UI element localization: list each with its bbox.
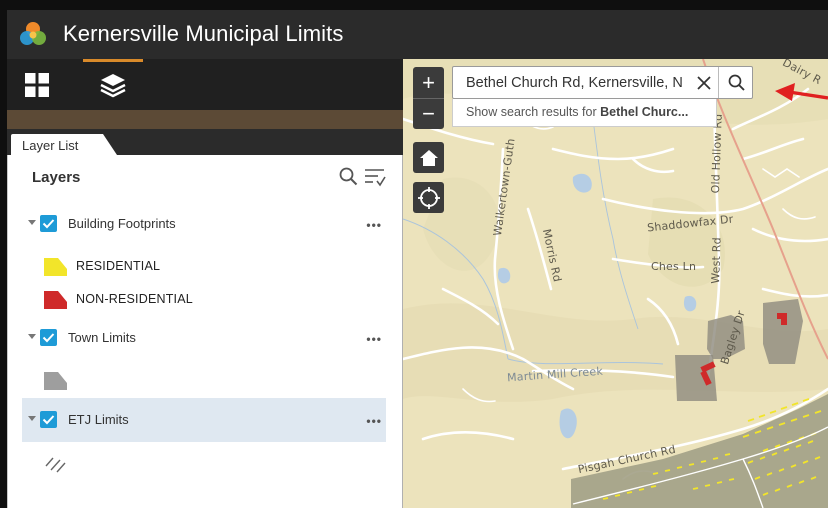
app-logo-icon <box>20 22 46 45</box>
layer-row-etj-limits[interactable]: ETJ Limits ••• <box>22 398 386 442</box>
checkmark-icon <box>42 219 55 229</box>
filter-icon[interactable] <box>364 167 386 187</box>
suggestion-prefix: Show search results for <box>466 105 601 119</box>
locate-button[interactable] <box>413 182 444 213</box>
layer-row-building-footprints[interactable]: Building Footprints ••• <box>22 202 386 246</box>
layer-label: ETJ Limits <box>68 412 129 427</box>
layer-checkbox-etj-limits[interactable] <box>40 411 57 428</box>
expand-caret-icon[interactable] <box>28 334 36 339</box>
app-header: Kernersville Municipal Limits <box>7 10 828 59</box>
app-title: Kernersville Municipal Limits <box>63 21 344 46</box>
search-icon <box>728 74 745 91</box>
suggestion-term: Bethel Churc... <box>600 105 689 119</box>
home-icon <box>419 149 438 166</box>
layer-checkbox-building-footprints[interactable] <box>40 215 57 232</box>
map-view[interactable]: Dairy R Walkertown-Guth Old Hollow Rd Mo… <box>403 59 828 508</box>
expand-caret-icon[interactable] <box>28 220 36 225</box>
expand-caret-icon[interactable] <box>28 416 36 421</box>
map-label-ches-ln: Ches Ln <box>651 260 697 273</box>
window-frame-left <box>0 0 7 508</box>
more-options-icon[interactable]: ••• <box>366 414 382 428</box>
clear-search-button[interactable] <box>693 71 715 95</box>
close-icon <box>697 76 711 90</box>
zoom-control: + − <box>413 67 444 129</box>
legend-label: NON-RESIDENTIAL <box>76 292 193 306</box>
home-button[interactable] <box>413 142 444 173</box>
search-submit-button[interactable] <box>718 67 753 98</box>
more-options-icon[interactable]: ••• <box>366 332 382 346</box>
zoom-out-button[interactable]: − <box>413 98 444 129</box>
zoom-in-button[interactable]: + <box>422 69 435 95</box>
layers-heading: Layers <box>32 169 81 186</box>
town-limits-swatch-icon <box>44 372 67 390</box>
residential-swatch-icon <box>44 258 67 276</box>
layer-label: Town Limits <box>68 330 136 345</box>
search-icon[interactable] <box>339 167 358 186</box>
layers-icon <box>100 73 126 97</box>
layer-checkbox-town-limits[interactable] <box>40 329 57 346</box>
layer-list-button[interactable] <box>83 59 143 110</box>
checkmark-icon <box>42 415 55 425</box>
address-search-box <box>452 66 753 99</box>
grid-icon <box>25 72 49 97</box>
widget-grid-button[interactable] <box>7 59 67 110</box>
panel-body: Layers Building Footprints ••• <box>7 155 403 508</box>
panel-tab-strip: Layer List <box>7 129 403 155</box>
search-suggestion-item[interactable]: Show search results for Bethel Churc... <box>452 99 717 127</box>
tab-layer-list[interactable]: Layer List <box>11 134 117 155</box>
hatch-swatch-icon <box>45 457 66 473</box>
checkmark-icon <box>42 333 55 343</box>
toolbar-divider-strip <box>7 110 403 129</box>
address-search-input[interactable] <box>453 67 691 98</box>
legend-label: RESIDENTIAL <box>76 259 161 273</box>
widget-toolbar <box>7 59 403 110</box>
map-label-west-rd: West Rd <box>708 236 724 285</box>
layer-list-panel: Layer List Layers Building Footprints <box>7 129 403 508</box>
annotation-arrow-icon <box>775 83 828 101</box>
non-residential-swatch-icon <box>44 291 67 309</box>
window-frame-top <box>0 0 828 10</box>
layer-label: Building Footprints <box>68 216 176 231</box>
more-options-icon[interactable]: ••• <box>366 218 382 232</box>
crosshair-icon <box>417 186 440 209</box>
layer-row-town-limits[interactable]: Town Limits ••• <box>22 316 386 360</box>
